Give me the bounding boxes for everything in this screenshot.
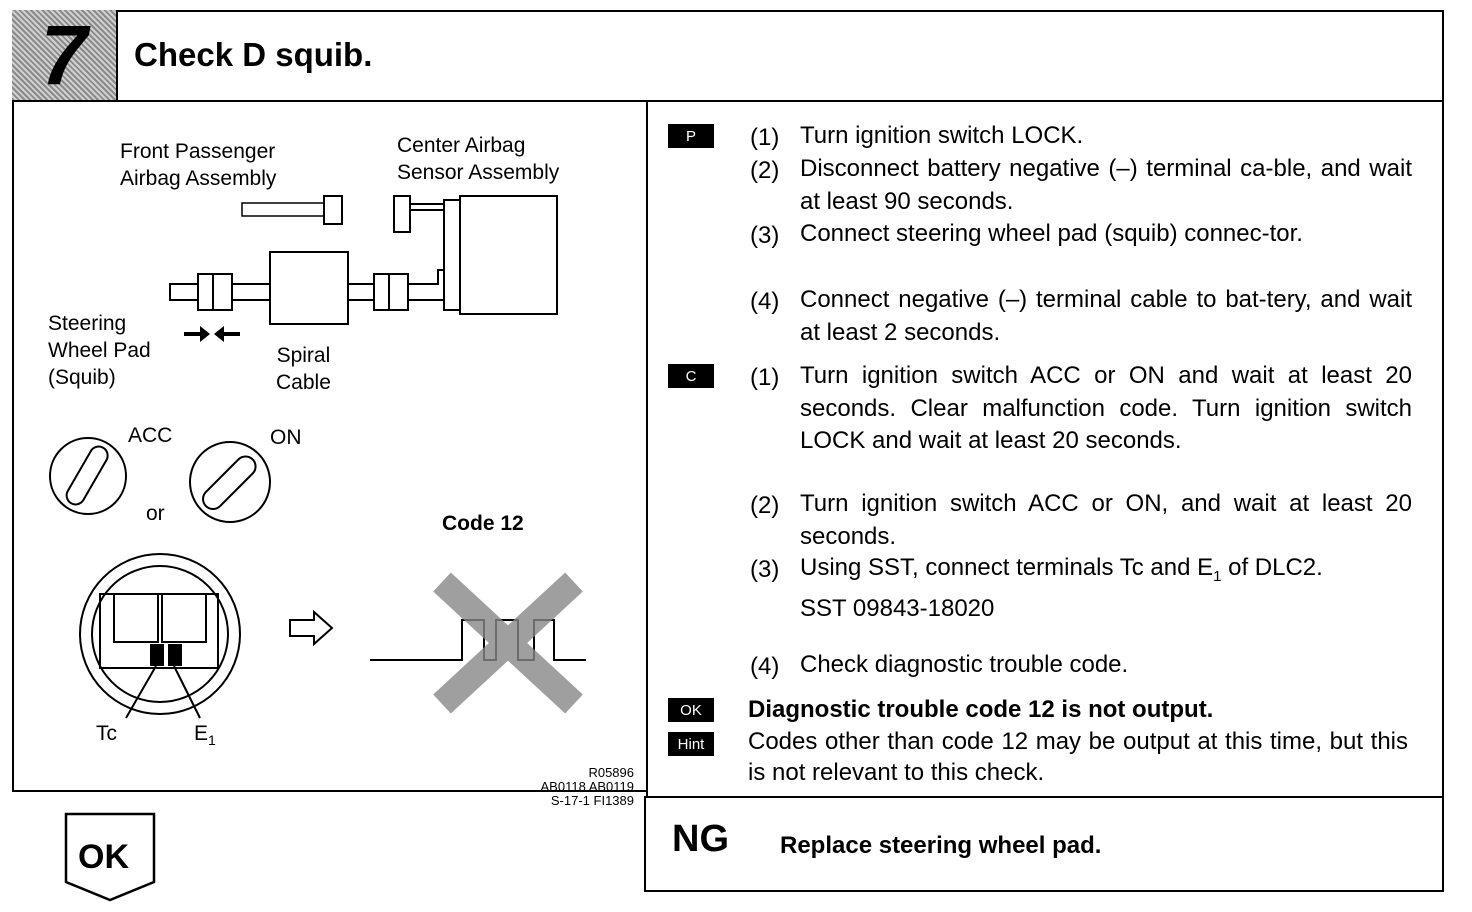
procedure-panel: P (1) Turn ignition switch LOCK. (2) Dis… — [646, 100, 1444, 798]
wiring-figure — [49, 195, 586, 719]
label-code12: Code 12 — [442, 512, 524, 535]
label-on: ON — [270, 426, 302, 449]
ng-panel: NG Replace steering wheel pad. — [644, 796, 1444, 892]
label-tc: Tc — [96, 722, 117, 745]
ok-pentagon — [64, 812, 156, 902]
label-center-sensor: Center Airbag Sensor Assembly — [397, 134, 560, 184]
step-text: Check diagnostic trouble code. — [800, 651, 1129, 678]
step-num: (2) — [750, 157, 780, 184]
figure-panel: Front Passenger Airbag Assembly Center A… — [12, 100, 648, 808]
ok-label: OK — [78, 838, 129, 876]
step-num: (2) — [750, 492, 780, 519]
label-e1: E1 — [194, 722, 216, 749]
step-text: Turn ignition switch ACC or ON and wait … — [800, 362, 1412, 454]
ok-badge: OK — [668, 698, 714, 722]
step-number-box: 7 — [12, 10, 118, 100]
ng-action-text: Replace steering wheel pad. — [780, 832, 1102, 859]
step-text: Connect steering wheel pad (squib) conne… — [800, 220, 1303, 247]
step-text: Turn ignition switch ACC or ON, and wait… — [800, 490, 1412, 550]
step-text: Using SST, connect terminals Tc and E1 o… — [800, 554, 1323, 623]
label-front-passenger: Front Passenger Airbag Assembly — [120, 140, 277, 190]
ok-result: OK — [64, 812, 158, 909]
hint-badge: Hint — [668, 732, 714, 756]
step-text: Connect negative (–) terminal cable to b… — [800, 286, 1412, 346]
step-num: (4) — [750, 653, 780, 680]
step-number: 7 — [40, 8, 88, 102]
step-text: Disconnect battery negative (–) terminal… — [800, 155, 1412, 215]
label-steering-pad: Steering Wheel Pad (Squib) — [48, 312, 151, 389]
step-title: Check D squib. — [134, 36, 373, 73]
label-acc: ACC — [128, 424, 173, 447]
label-or: or — [146, 502, 165, 525]
hint-text: Codes other than code 12 may be output a… — [748, 728, 1408, 786]
step-num: (3) — [750, 222, 780, 249]
step-num: (1) — [750, 124, 780, 151]
ng-label: NG — [672, 818, 729, 860]
step-text: Turn ignition switch LOCK. — [800, 122, 1084, 149]
label-spiral-cable: Spiral Cable — [276, 344, 331, 394]
ok-text: Diagnostic trouble code 12 is not output… — [748, 696, 1214, 723]
c-badge: C — [668, 364, 714, 388]
step-num: (4) — [750, 288, 780, 315]
step-num: (3) — [750, 556, 780, 583]
step-num: (1) — [750, 364, 780, 391]
p-badge: P — [668, 124, 714, 148]
